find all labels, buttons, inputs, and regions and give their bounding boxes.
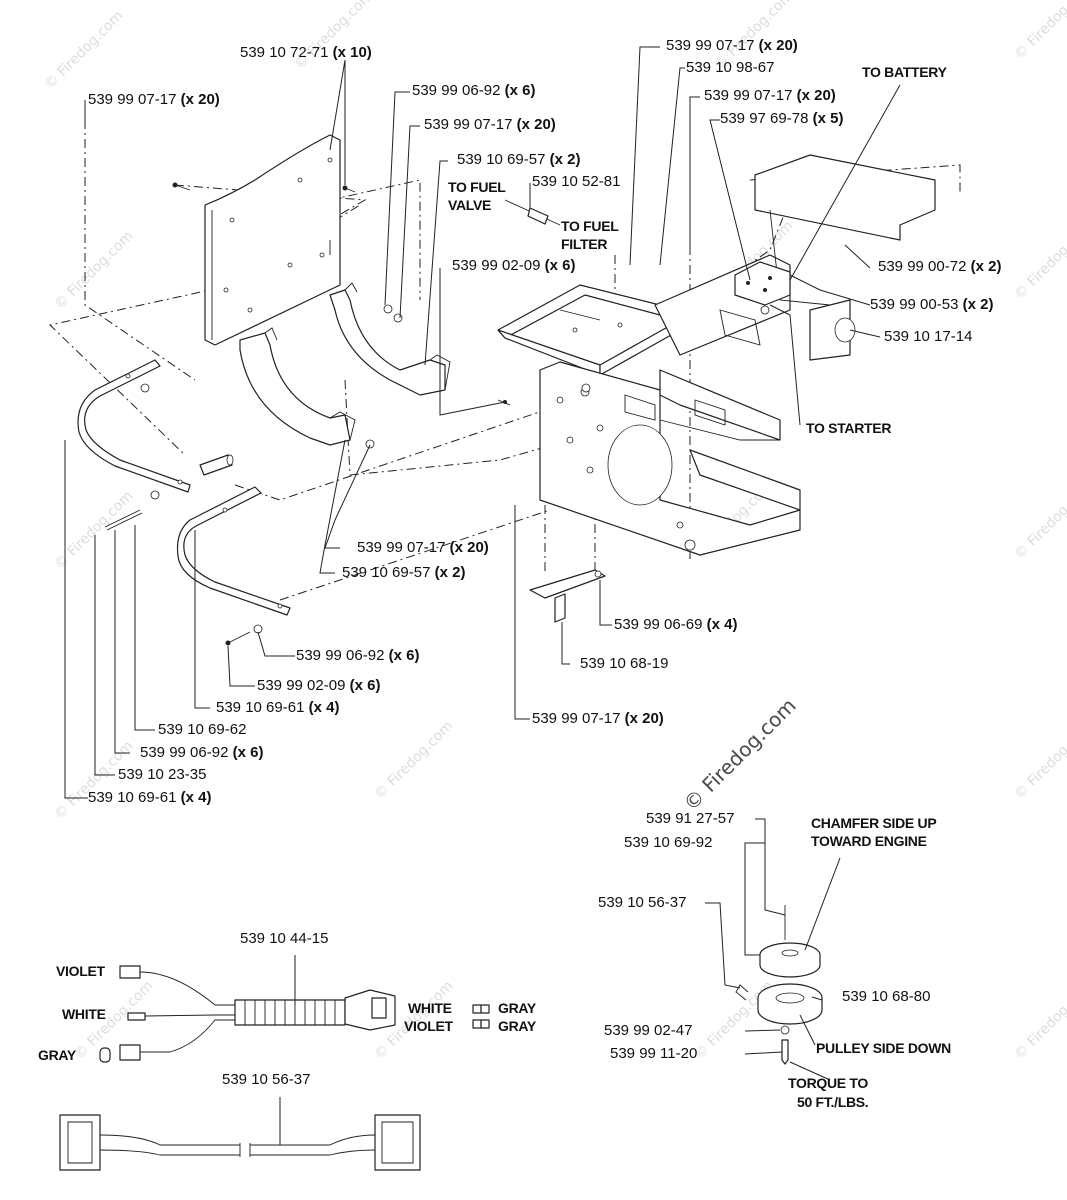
callout-label: 539 10 98-67 <box>686 59 775 76</box>
callout-label: 539 99 02-47 <box>604 1022 693 1039</box>
note-to-fuel-filter-2: FILTER <box>561 236 608 252</box>
callout-label: 539 10 69-57 (x 2) <box>457 151 581 168</box>
callout-label: 539 10 69-92 <box>624 834 713 851</box>
leader-lines-upper <box>64 46 901 799</box>
spacer-tube <box>199 454 234 476</box>
callout-label: 539 99 00-53 (x 2) <box>870 296 994 313</box>
callout-label: 539 10 17-14 <box>884 328 973 345</box>
watermark: © Firedog.com <box>1012 218 1067 303</box>
callout-label: 539 99 06-92 (x 6) <box>140 744 264 761</box>
upright-plate <box>204 134 341 346</box>
adapter-cable <box>59 1097 421 1171</box>
wire-label-violet: VIOLET <box>56 963 105 979</box>
note-chamfer-2: TOWARD ENGINE <box>811 833 927 849</box>
note-to-fuel-valve-1: TO FUEL <box>448 179 506 195</box>
callout-label: 539 99 00-72 (x 2) <box>878 258 1002 275</box>
callout-label: 539 99 06-92 (x 6) <box>296 647 420 664</box>
callout-label: 539 10 52-81 <box>532 173 621 190</box>
connector-label-gray-2: GRAY <box>498 1018 536 1034</box>
connector-label-gray-1: GRAY <box>498 1000 536 1016</box>
callout-label: 539 99 06-92 (x 6) <box>412 82 536 99</box>
note-torque-1: TORQUE TO <box>788 1075 869 1091</box>
note-to-fuel-valve-2: VALVE <box>448 197 492 213</box>
callout-label: 539 10 23-35 <box>118 766 207 783</box>
wire-harness <box>99 955 490 1063</box>
callout-label: 539 10 69-61 (x 4) <box>88 789 212 806</box>
watermark: © Firedog.com <box>372 718 457 803</box>
watermark: © Firedog.com <box>1012 978 1067 1063</box>
note-pulley-side-down: PULLEY SIDE DOWN <box>816 1040 951 1056</box>
callout-label: 539 91 27-57 <box>646 810 735 827</box>
watermark: © Firedog.com <box>1012 0 1067 63</box>
watermark: © Firedog.com <box>52 228 137 313</box>
note-to-starter: TO STARTER <box>806 420 892 436</box>
callout-label: 539 99 07-17 (x 20) <box>88 91 220 108</box>
callout-label: 539 99 07-17 (x 20) <box>666 37 798 54</box>
callout-label: 539 10 68-80 <box>842 988 931 1005</box>
watermark: © Firedog.com <box>42 8 127 93</box>
watermark: © Firedog.com <box>292 0 377 73</box>
starter-solenoid <box>734 261 791 315</box>
wire-label-white: WHITE <box>62 1006 106 1022</box>
watermark-center: © Firedog.com <box>679 693 801 815</box>
watermark: © Firedog.com <box>1012 718 1067 803</box>
callout-label: 539 10 72-71 (x 10) <box>240 44 372 61</box>
bumper-bar-lower <box>176 486 291 616</box>
callout-label: 539 10 68-19 <box>580 655 669 672</box>
callout-label: 539 10 69-57 (x 2) <box>342 564 466 581</box>
callout-label: 539 10 69-61 (x 4) <box>216 699 340 716</box>
callout-label: 539 99 07-17 (x 20) <box>532 710 664 727</box>
bracket-hook-lower <box>239 327 356 446</box>
callout-label: 539 10 56-37 <box>598 894 687 911</box>
wire-label-gray: GRAY <box>38 1047 76 1063</box>
connector-label-white: WHITE <box>408 1000 452 1016</box>
callout-label: 539 99 07-17 (x 20) <box>424 116 556 133</box>
note-to-battery: TO BATTERY <box>862 64 947 80</box>
bumper-bar-upper <box>77 359 191 493</box>
callout-label: 539 99 02-09 (x 6) <box>452 257 576 274</box>
main-frame <box>497 154 936 556</box>
callout-label: 539 99 02-09 (x 6) <box>257 677 381 694</box>
fuel-line-part <box>504 199 561 226</box>
callout-label: 539 99 11-20 <box>610 1045 698 1062</box>
callout-label: 539 10 44-15 <box>240 930 329 947</box>
watermark: © Firedog.com <box>52 488 137 573</box>
callout-label: 539 10 69-62 <box>158 721 247 738</box>
callout-label: 539 99 06-69 (x 4) <box>614 616 738 633</box>
note-to-fuel-filter-1: TO FUEL <box>561 218 619 234</box>
watermark: © Firedog.com <box>1012 478 1067 563</box>
callout-label: 539 97 69-78 (x 5) <box>720 110 844 127</box>
connector-label-violet: VIOLET <box>404 1018 453 1034</box>
callout-label: 539 10 56-37 <box>222 1071 311 1088</box>
note-torque-2: 50 FT./LBS. <box>797 1094 869 1110</box>
note-chamfer-1: CHAMFER SIDE UP <box>811 815 937 831</box>
callout-label: 539 99 07-17 (x 20) <box>704 87 836 104</box>
callout-label: 539 99 07-17 (x 20) <box>357 539 489 556</box>
leader-lines-clutch <box>705 818 841 1081</box>
clutch-assembly <box>735 905 823 1065</box>
bracket-hook-upper <box>329 282 451 396</box>
